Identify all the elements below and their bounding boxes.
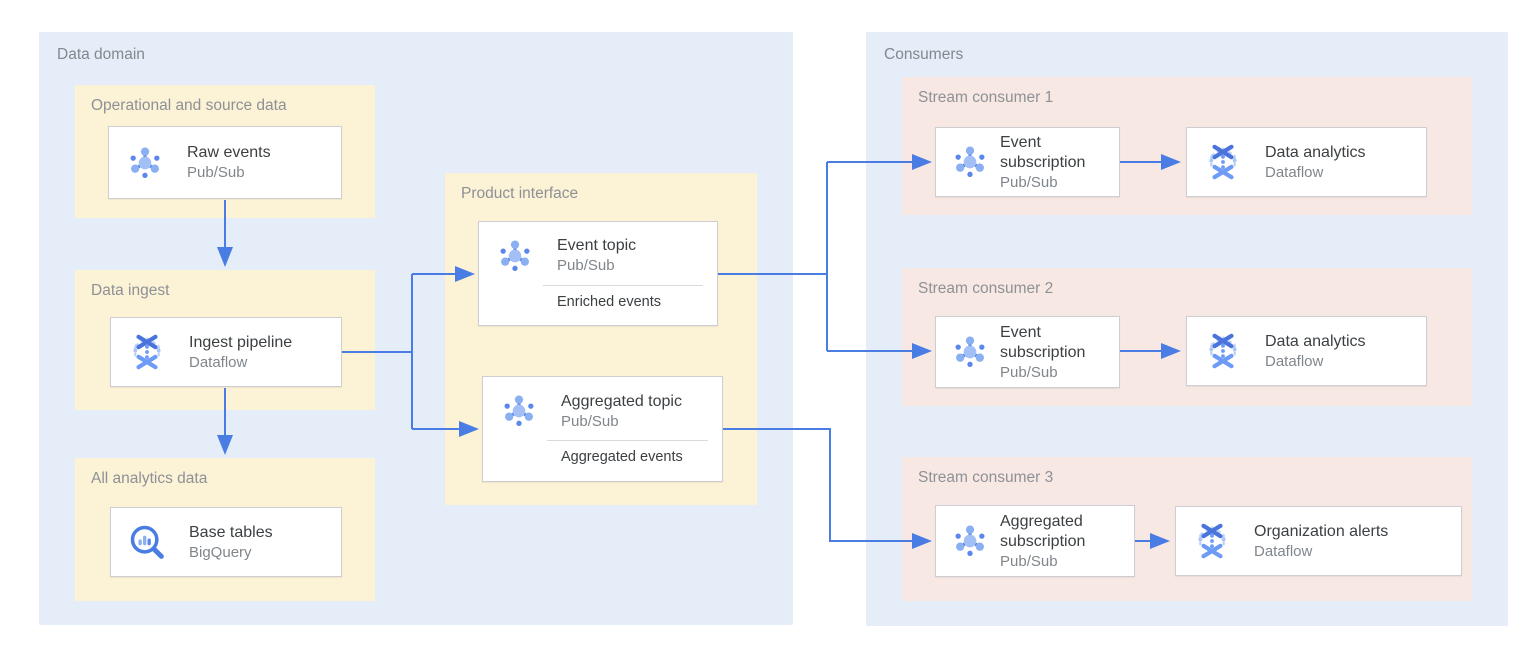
bigquery-icon: [127, 522, 167, 562]
card-event-subscription-2: Event subscription Pub/Sub: [935, 316, 1120, 388]
zone-stream3-label: Stream consumer 3: [918, 469, 1054, 486]
card-base-tables: Base tables BigQuery: [110, 507, 342, 577]
card-title: Event topic: [557, 237, 637, 254]
card-ingest-pipeline: Ingest pipeline Dataflow: [110, 317, 342, 387]
zone-product-interface-label: Product interface: [461, 185, 579, 202]
zone-stream1-label: Stream consumer 1: [918, 89, 1054, 106]
zone-ingest-label: Data ingest: [91, 282, 170, 299]
zone-all-analytics-data: All analytics data Base tables BigQuery: [75, 458, 375, 601]
card-subtitle: Dataflow: [1265, 352, 1324, 370]
card-title: Raw events: [187, 144, 271, 161]
dataflow-icon: [127, 332, 167, 372]
pubsub-icon: [950, 521, 990, 561]
card-event-topic: Event topic Pub/Sub Enriched events: [478, 221, 718, 326]
card-subtitle: Dataflow: [189, 353, 248, 371]
card-aggregated-topic: Aggregated topic Pub/Sub Aggregated even…: [482, 376, 723, 482]
card-subtitle: Pub/Sub: [1000, 552, 1058, 570]
data-domain-label: Data domain: [57, 46, 145, 63]
card-title: Data analytics: [1265, 332, 1366, 350]
card-title: Aggregated topic: [561, 392, 682, 410]
card-subtitle: Pub/Sub: [1000, 363, 1058, 381]
card-title: Organization alerts: [1254, 522, 1389, 540]
pubsub-icon: [499, 391, 539, 431]
card-title: Base tables: [189, 523, 273, 541]
card-divider: [543, 284, 703, 286]
card-subtitle: Pub/Sub: [1000, 173, 1058, 191]
card-title: Aggregated subscription: [1000, 512, 1086, 550]
card-title: Data analytics: [1265, 143, 1366, 161]
card-title: Event subscription: [1000, 323, 1086, 361]
consumers-container: Consumers Stream consumer 1 Event subscr…: [866, 32, 1508, 626]
card-data-analytics-1: Data analytics Dataflow: [1186, 127, 1427, 197]
card-organization-alerts: Organization alerts Dataflow: [1175, 506, 1462, 576]
zone-analytics-label: All analytics data: [91, 470, 208, 487]
zone-stream-consumer-3: Stream consumer 3 Aggregated subscriptio…: [902, 457, 1472, 601]
card-tag: Enriched events: [557, 293, 661, 310]
zone-stream2-label: Stream consumer 2: [918, 280, 1054, 297]
card-subtitle: Pub/Sub: [561, 412, 619, 430]
card-raw-events: Raw events Pub/Sub: [108, 126, 342, 199]
zone-operational-source-data: Operational and source data Raw events P…: [75, 85, 375, 218]
pubsub-icon: [950, 142, 990, 182]
zone-stream-consumer-2: Stream consumer 2 Event subscription Pub…: [902, 268, 1472, 406]
card-data-analytics-2: Data analytics Dataflow: [1186, 316, 1427, 386]
zone-stream-consumer-1: Stream consumer 1 Event subscription Pub…: [902, 77, 1472, 215]
card-subtitle: Dataflow: [1254, 542, 1313, 560]
card-divider: [547, 440, 708, 441]
card-subtitle: BigQuery: [189, 543, 252, 561]
zone-product-interface: Product interface Event topic Pub/Sub En…: [445, 173, 757, 505]
card-subtitle: Pub/Sub: [187, 164, 245, 181]
card-title: Ingest pipeline: [189, 333, 293, 351]
data-domain-container: Data domain Operational and source data …: [39, 32, 793, 625]
zone-data-ingest: Data ingest Ingest pipeline Dataflow: [75, 270, 375, 410]
card-tag: Aggregated events: [561, 449, 683, 465]
card-subtitle: Dataflow: [1265, 163, 1324, 181]
dataflow-icon: [1203, 331, 1243, 371]
dataflow-icon: [1203, 142, 1243, 182]
zone-operational-label: Operational and source data: [91, 97, 287, 114]
card-subtitle: Pub/Sub: [557, 257, 615, 274]
card-title: Event subscription: [1000, 133, 1086, 171]
pubsub-icon: [495, 236, 535, 276]
dataflow-icon: [1192, 521, 1232, 561]
card-aggregated-subscription: Aggregated subscription Pub/Sub: [935, 505, 1135, 577]
pubsub-icon: [125, 143, 165, 183]
consumers-label: Consumers: [884, 46, 964, 63]
pubsub-icon: [950, 332, 990, 372]
card-event-subscription-1: Event subscription Pub/Sub: [935, 127, 1120, 197]
